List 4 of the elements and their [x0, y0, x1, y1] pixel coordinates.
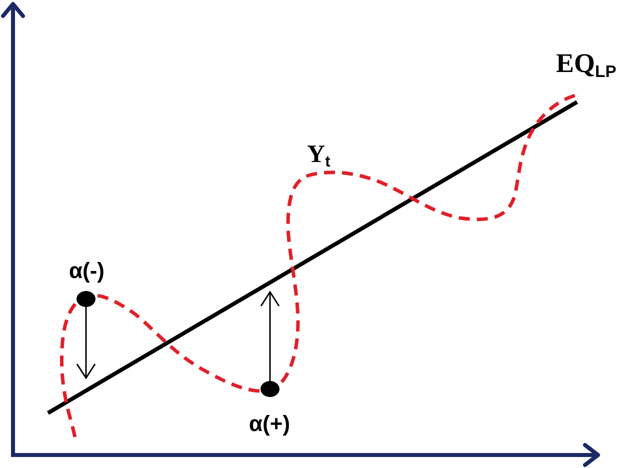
point-label: α(+) — [249, 413, 290, 435]
curve-label: Y$_{t}$ — [307, 142, 330, 170]
point-label: α(-) — [69, 260, 105, 282]
line-label: EQ$_{LP}$ — [556, 50, 616, 81]
